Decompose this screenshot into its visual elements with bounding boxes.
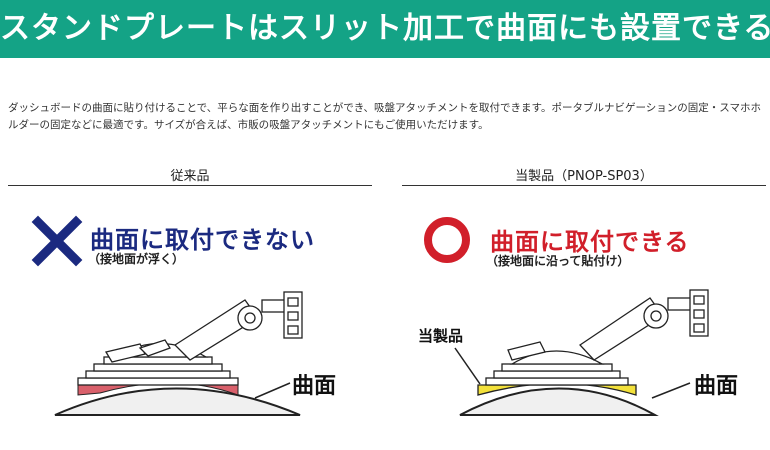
product-label: 当製品 (418, 327, 464, 345)
product-note: （接地面に沿って貼付け） (486, 254, 630, 268)
conventional-verdict: 曲面に取付できない (90, 226, 315, 254)
conventional-note: （接地面が浮く） (88, 252, 185, 266)
cross-mark-icon (31, 215, 83, 267)
conventional-heading: 従来品 (170, 169, 210, 184)
suction-base-right (485, 350, 629, 386)
description-text: ダッシュボードの曲面に貼り付けることで、平らな面を作り出すことができ、吸盤アタッ… (8, 102, 761, 131)
product-heading: 当製品（PNOP-SP03） (515, 169, 653, 184)
page-banner-title: スタンドプレートはスリット加工で曲面にも設置できる (0, 0, 770, 58)
lever-left (104, 343, 146, 363)
curved-surface-right (459, 387, 659, 416)
mount-arm-right (579, 289, 709, 361)
mount-arm-left (173, 291, 303, 361)
curved-surface-left (54, 387, 301, 416)
product-divider (402, 185, 766, 186)
product-surface-label: 曲面 (694, 374, 739, 399)
product-verdict: 曲面に取付できる (490, 228, 690, 256)
conventional-surface-label: 曲面 (292, 374, 337, 399)
lever-right (507, 341, 546, 361)
circle-mark-icon (424, 217, 470, 263)
conventional-divider (8, 185, 372, 186)
